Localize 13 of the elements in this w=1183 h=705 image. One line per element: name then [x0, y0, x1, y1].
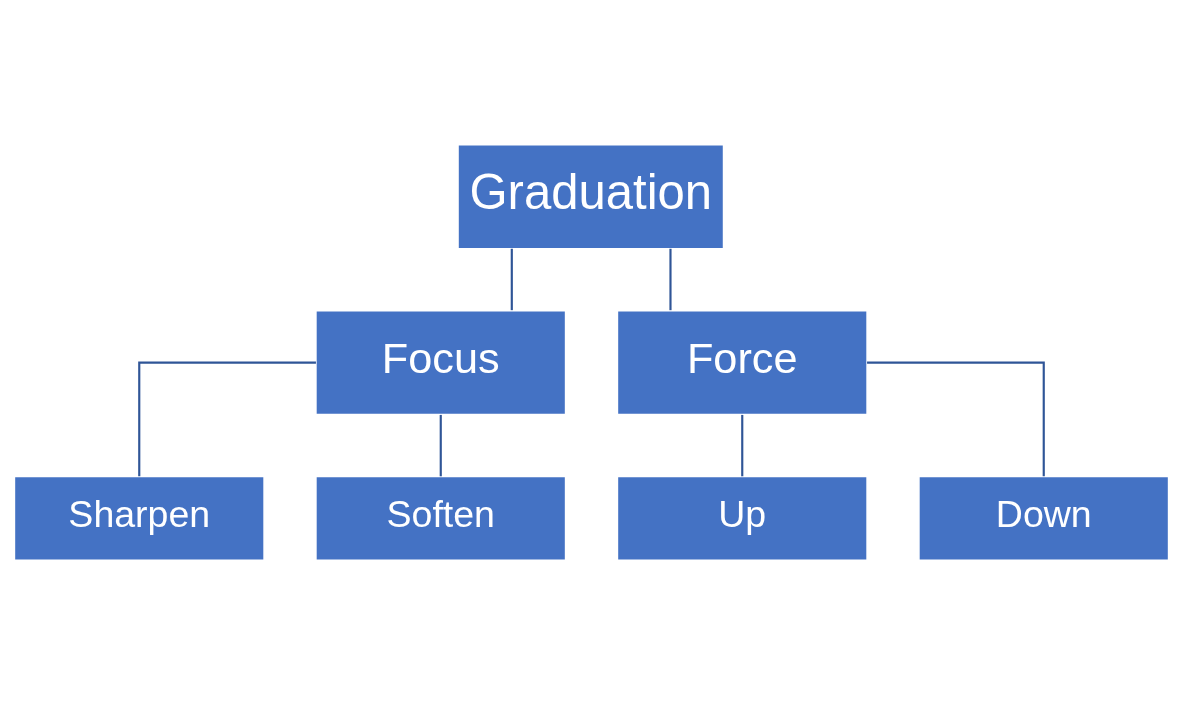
node-box: Down: [918, 475, 1170, 561]
node-box: Force: [616, 309, 868, 416]
connector: [741, 414, 744, 477]
connector: [867, 361, 1045, 477]
node-box: Sharpen: [13, 475, 265, 561]
connector: [439, 414, 442, 477]
connector: [510, 248, 513, 311]
node-box: Up: [616, 475, 868, 561]
node-box: Focus: [315, 309, 567, 416]
node-box: Soften: [315, 475, 567, 561]
connector: [669, 248, 672, 311]
connector: [138, 361, 316, 477]
node-box: Graduation: [457, 144, 725, 250]
